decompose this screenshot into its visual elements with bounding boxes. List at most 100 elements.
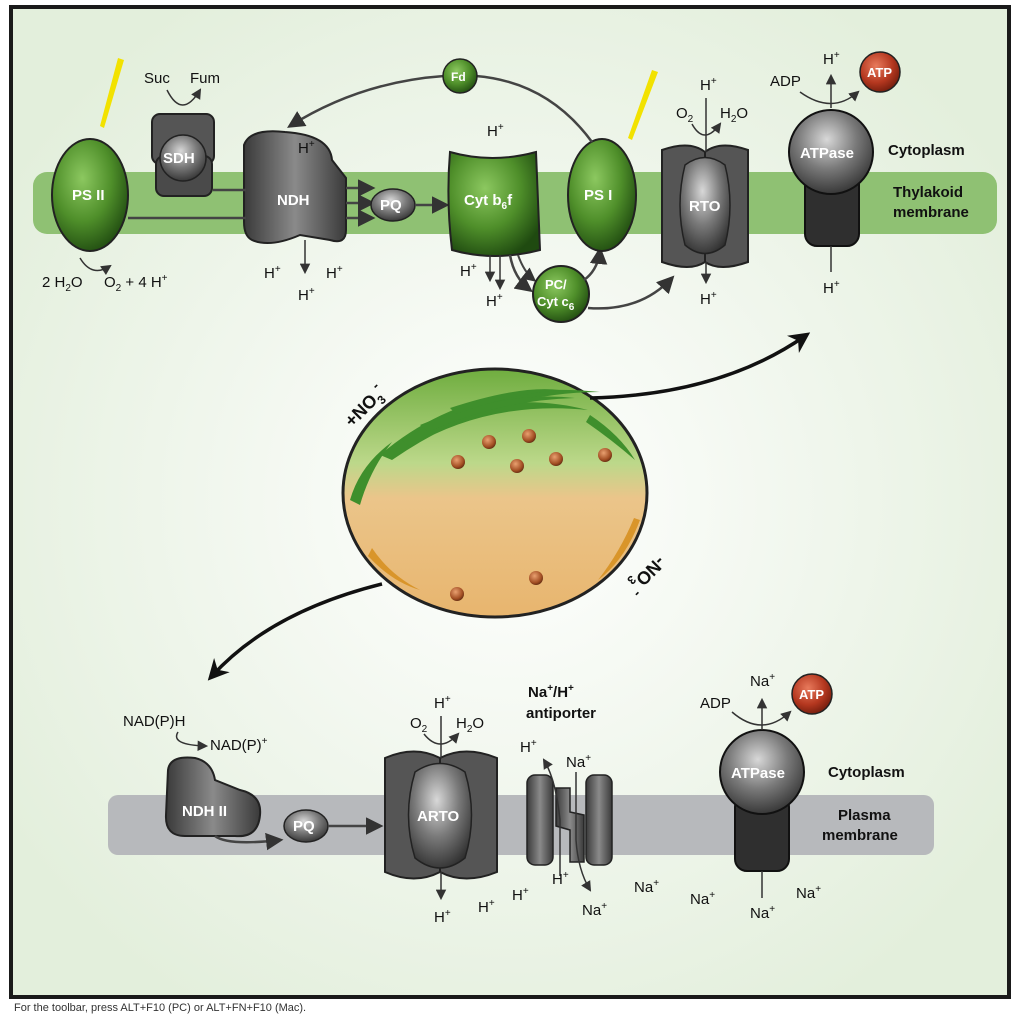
top-cytoplasm-label: Cytoplasm (888, 142, 965, 159)
sodium-periplasm-1: Na+ (634, 878, 659, 896)
atp-top (859, 51, 901, 93)
atpase-label-top: ATPase (800, 145, 854, 162)
sdh-core (159, 134, 207, 182)
ps2-complex (51, 138, 129, 252)
rto-o2: O2 (676, 105, 694, 125)
ndh-proton-top: H+ (298, 139, 315, 157)
ndh2-label: NDH II (182, 803, 227, 820)
ndh-proton-right: H+ (326, 264, 343, 282)
adp-bottom-label: ADP (700, 695, 731, 712)
atp-bottom (791, 673, 833, 715)
pc-label-line1: PC/ (545, 277, 567, 292)
antiporter-proton-in: H+ (520, 738, 537, 756)
pc-to-ps1-arrow (583, 246, 608, 282)
toolbar-hint: For the toolbar, press ALT+F10 (PC) or A… (14, 1002, 307, 1014)
atpase-top-proton-top: H+ (823, 50, 840, 68)
arto-o2-arrow (423, 732, 460, 745)
granule (510, 459, 524, 473)
water-split-text: 2 H2O (42, 274, 83, 294)
atpase-top-proton-bottom: H+ (823, 279, 840, 297)
rto-h2o: H2O (720, 105, 748, 125)
antiporter-label-line2: antiporter (526, 705, 596, 722)
adp-top-label: ADP (770, 73, 801, 90)
ps1-complex (567, 138, 637, 252)
antiporter-sodium-out: Na+ (582, 901, 607, 919)
oxygen-proton-text: O2 + 4 H+ (104, 273, 168, 294)
light-bolt-icon (628, 70, 658, 140)
granule (598, 448, 612, 462)
thylakoid-band-6 (586, 415, 635, 460)
nadph-label: NAD(P)H (123, 713, 186, 730)
antiporter-proton-out: H+ (552, 870, 569, 888)
atpase-bottom-sodium-top: Na+ (750, 672, 775, 690)
antiporter-sodium-in: Na+ (566, 753, 591, 771)
granule (549, 452, 563, 466)
sodium-periplasm-3: Na+ (796, 884, 821, 902)
rto-label: RTO (689, 198, 721, 215)
arto-core (407, 762, 473, 869)
ndh-proton-bottom: H+ (298, 286, 315, 304)
rto-core (679, 156, 731, 255)
light-bolt-icon (100, 58, 124, 128)
residual-band-left (368, 548, 420, 590)
plasma-section: Cytoplasm Plasma membrane NDH II NAD(P)H… (108, 672, 934, 926)
rto-o2-arrow (691, 122, 722, 136)
cytb6f-proton-left: H+ (460, 262, 477, 280)
rto-proton-bottom: H+ (700, 290, 717, 308)
plasma-label-line1: Plasma (838, 807, 891, 824)
ndh-label: NDH (277, 192, 310, 209)
adp-atp-top-arrow (799, 90, 860, 105)
cytb6f-proton-top: H+ (487, 122, 504, 140)
water-split-arrow (79, 257, 112, 276)
bottom-cytoplasm-label: Cytoplasm (828, 764, 905, 781)
thylakoid-band-3 (420, 396, 575, 432)
pq-label: PQ (380, 197, 402, 214)
pc-cytc6 (532, 265, 590, 323)
arrow-to-plasma-membrane (207, 582, 383, 681)
granule (522, 429, 536, 443)
pc-to-rto-arrow (587, 275, 675, 310)
sodium-periplasm-2: Na+ (690, 890, 715, 908)
proton-periplasm-1: H+ (512, 886, 529, 904)
pq-bottom-label: PQ (293, 818, 315, 835)
granule (451, 455, 465, 469)
antiporter-proton-arrow (542, 758, 561, 876)
antiporter-left (526, 774, 554, 866)
cell-section: +NO3- -NO3- (207, 332, 811, 681)
ndh2-to-pq-arrow (214, 832, 284, 851)
atpase-head-top (788, 109, 874, 195)
ndh-proton-left: H+ (264, 264, 281, 282)
atpase-label-bottom: ATPase (731, 765, 785, 782)
nadph-arrow (175, 731, 209, 752)
thylakoid-band-5 (350, 442, 392, 505)
arto-o2: O2 (410, 715, 428, 735)
atp-bottom-label: ATP (799, 687, 824, 702)
ndh2-complex (164, 756, 262, 838)
plasma-label-line2: membrane (822, 827, 898, 844)
cytb6f-proton-bottom: H+ (486, 292, 503, 310)
antiporter-right (585, 774, 613, 866)
cytb6f-to-pc-arrow-2 (517, 254, 537, 282)
suc-fum-arrow (166, 88, 202, 106)
antiporter-label-line1: Na+/H+ (528, 683, 574, 701)
arto-proton-bottom: H+ (434, 908, 451, 926)
ndh-complex (243, 130, 347, 245)
thylakoid-section: Cytoplasm Thylakoid membrane PS II 2 H2O… (33, 50, 997, 323)
thylakoid-label-line2: membrane (893, 204, 969, 221)
sdh-label: SDH (163, 150, 195, 167)
adp-atp-bottom-arrow (731, 710, 792, 726)
rto-proton-top: H+ (700, 76, 717, 94)
atpase-bottom-sodium-bottom: Na+ (750, 904, 775, 922)
thylakoid-label-line1: Thylakoid (893, 184, 963, 201)
cytb6f-label: Cyt b6f (464, 192, 513, 212)
ps1-label: PS I (584, 187, 612, 204)
pc-label-line2: Cyt c6 (537, 294, 575, 313)
ps2-label: PS II (72, 187, 105, 204)
residual-band-right (598, 518, 640, 580)
atp-top-label: ATP (867, 65, 892, 80)
arto-label: ARTO (417, 808, 460, 825)
granule (482, 435, 496, 449)
granule (450, 587, 464, 601)
fd-cycle-arrow-left (287, 74, 445, 128)
cytb6f-to-pc-arrow (508, 254, 533, 293)
